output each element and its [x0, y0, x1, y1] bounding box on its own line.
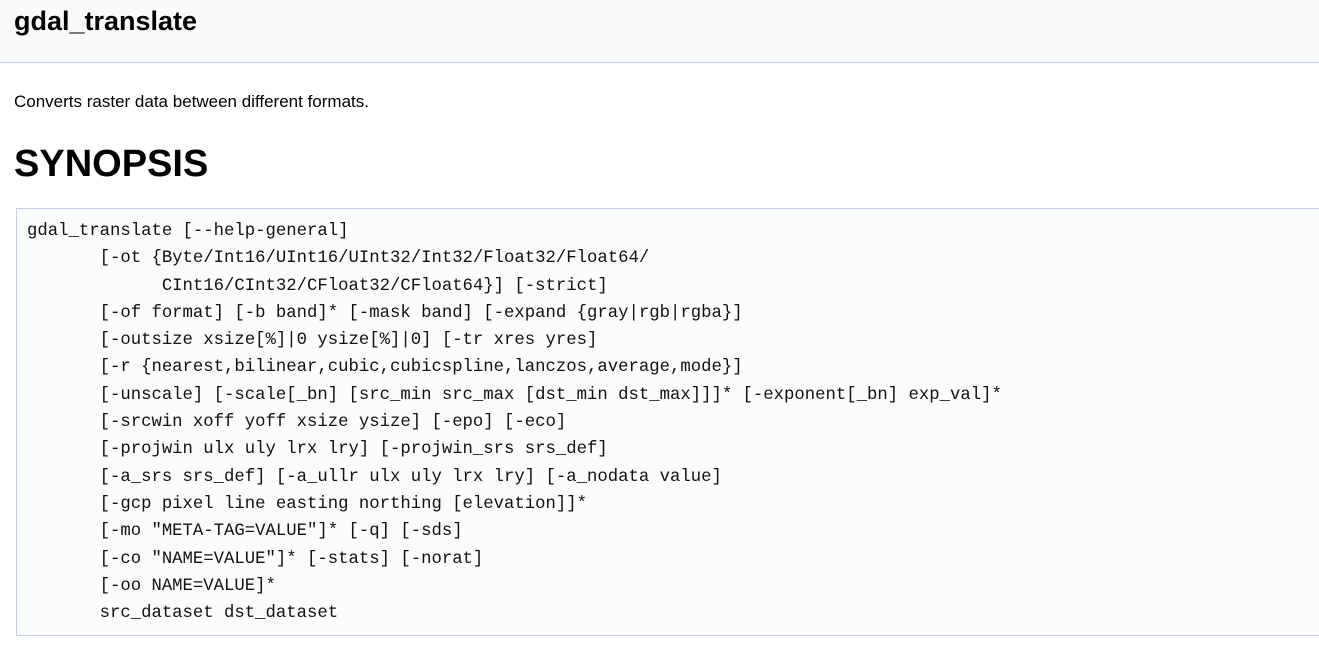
- synopsis-heading: SYNOPSIS: [14, 143, 209, 185]
- code-line: CInt16/CInt32/CFloat32/CFloat64}] [-stri…: [27, 276, 608, 296]
- code-line: src_dataset dst_dataset: [27, 604, 339, 624]
- page-header: gdal_translate: [0, 0, 1319, 63]
- code-line: [-outsize xsize[%]|0 ysize[%]|0] [-tr xr…: [27, 331, 598, 351]
- code-line: gdal_translate [--help-general]: [27, 222, 349, 241]
- code-line: [-projwin ulx uly lrx lry] [-projwin_srs…: [27, 440, 608, 460]
- synopsis-code-block: gdal_translate [--help-general] [-ot {By…: [16, 208, 1319, 636]
- code-line: [-ot {Byte/Int16/UInt16/UInt32/Int32/Flo…: [27, 249, 650, 269]
- code-line: [-r {nearest,bilinear,cubic,cubicspline,…: [27, 358, 743, 378]
- code-line: [-srcwin xoff yoff xsize ysize] [-epo] […: [27, 413, 567, 433]
- code-line: [-of format] [-b band]* [-mask band] [-e…: [27, 303, 743, 323]
- synopsis-code: gdal_translate [--help-general] [-ot {By…: [17, 209, 1319, 627]
- code-line: [-co "NAME=VALUE"]* [-stats] [-norat]: [27, 549, 484, 569]
- code-line: [-gcp pixel line easting northing [eleva…: [27, 494, 588, 514]
- brief-description: Converts raster data between different f…: [14, 92, 369, 111]
- code-line: [-oo NAME=VALUE]*: [27, 576, 276, 596]
- code-line: [-mo "META-TAG=VALUE"]* [-q] [-sds]: [27, 522, 463, 542]
- code-line: [-unscale] [-scale[_bn] [src_min src_max…: [27, 385, 1002, 405]
- page-title: gdal_translate: [14, 6, 198, 36]
- code-line: [-a_srs srs_def] [-a_ullr ulx uly lrx lr…: [27, 467, 722, 487]
